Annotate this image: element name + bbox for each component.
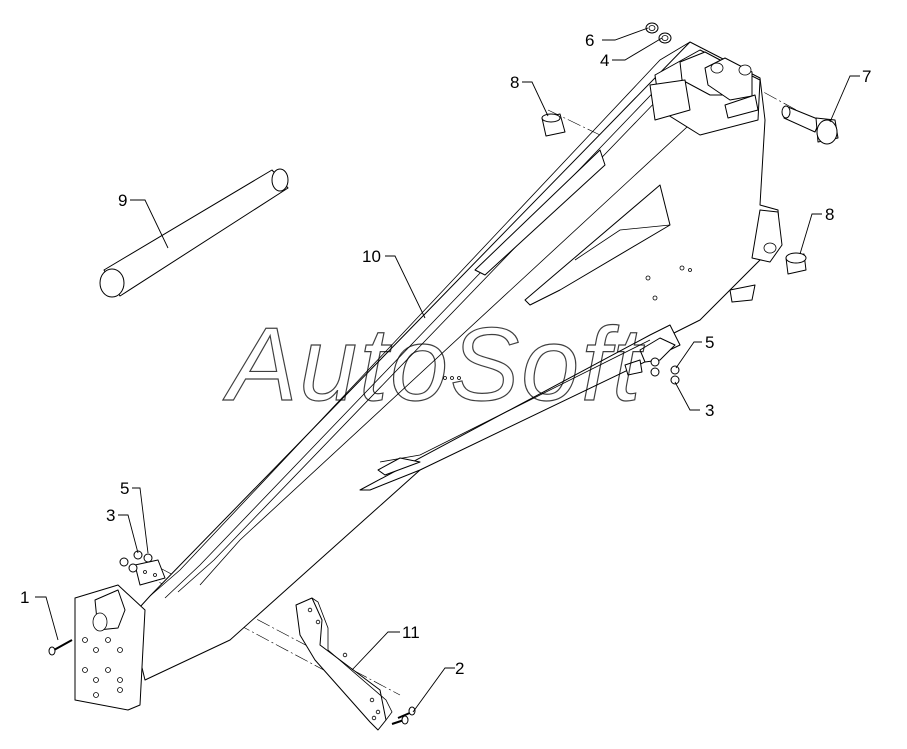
callout-5-left: 5 [120,479,129,498]
callout-10: 10 [362,247,381,266]
callout-1: 1 [20,588,29,607]
bolt-left [48,639,73,656]
bushing-lower [785,252,807,275]
callout-7: 7 [862,67,871,86]
callout-9: 9 [118,191,127,210]
callout-5-right: 5 [705,333,714,352]
callout-8-lower: 8 [825,205,834,224]
watermark: AutoSoft [222,307,645,423]
pin [781,105,839,145]
callout-8-upper: 8 [510,73,519,92]
nuts-right [650,357,680,385]
callouts: 1 2 3 3 4 5 5 6 7 8 8 9 10 11 [20,31,871,678]
callout-6: 6 [585,31,594,50]
nuts-left [119,550,153,573]
bolts-bracket [391,706,416,725]
boom-body [74,41,783,711]
washers-top [645,22,672,44]
callout-4: 4 [600,51,609,70]
tube [99,168,289,298]
callout-3-right: 3 [705,401,714,420]
callout-2: 2 [455,659,464,678]
leader-lines [35,27,860,713]
bushing-upper [541,113,566,137]
bracket [295,597,393,731]
callout-3-left: 3 [106,506,115,525]
callout-11: 11 [402,623,420,642]
